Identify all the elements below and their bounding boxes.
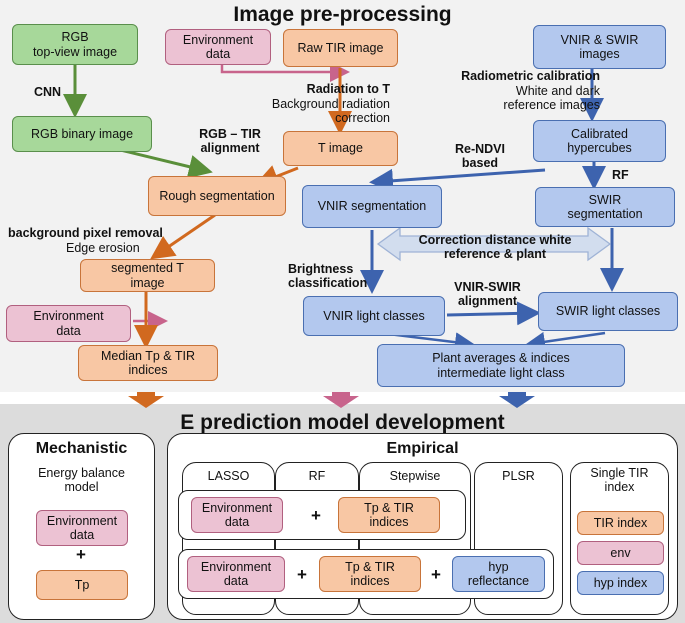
swir-segmentation-node: SWIR segmentation — [535, 187, 675, 227]
row2-plus-1: + — [297, 565, 307, 584]
t-image-node: T image — [283, 131, 398, 166]
mechanistic-title: Mechanistic — [35, 440, 128, 457]
cnn-label: CNN — [34, 85, 62, 99]
row2-environment-data: Environment data — [187, 556, 285, 592]
column-plsr-label: PLSR — [502, 469, 535, 483]
single-tir-index-box: TIR index — [577, 511, 664, 535]
vnir-segmentation-node: VNIR segmentation — [302, 185, 442, 228]
calibrated-hypercubes-node: Calibrated hypercubes — [533, 120, 666, 162]
mechanistic-plus: + — [76, 545, 86, 564]
radiometric-calibration-label: Radiometric calibration — [461, 69, 600, 83]
edge-erosion-label: Edge erosion — [66, 241, 140, 255]
correction-distance-label: Correction distance white reference & pl… — [418, 233, 572, 262]
column-stepwise-label: Stepwise — [389, 469, 441, 483]
background-pixel-removal-label: background pixel removal — [8, 226, 163, 240]
environment-data-node-2: Environment data — [6, 305, 131, 342]
rgb-tir-alignment-label: RGB – TIR alignment — [199, 127, 261, 156]
single-hyp-index-box: hyp index — [577, 571, 664, 595]
column-rf-label: RF — [308, 469, 326, 483]
energy-balance-label: Energy balance model — [38, 466, 125, 495]
row2-plus-2: + — [431, 565, 441, 584]
model-title: E prediction model development — [180, 411, 505, 434]
row2-tp-tir-indices: Tp & TIR indices — [319, 556, 421, 592]
row1-tp-tir-indices: Tp & TIR indices — [338, 497, 440, 533]
white-dark-reference-label: White and dark reference images — [503, 84, 600, 113]
environment-data-node-1: Environment data — [165, 29, 271, 65]
rf-label: RF — [612, 168, 629, 182]
background-correction-label: Background radiation correction — [271, 97, 390, 126]
row2-hyp-reflectance: hyp reflectance — [452, 556, 545, 592]
vnir-swir-images-node: VNIR & SWIR images — [533, 25, 666, 69]
plant-averages-node: Plant averages & indices intermediate li… — [377, 344, 625, 387]
vnir-light-classes-node: VNIR light classes — [303, 296, 445, 336]
swir-light-classes-node: SWIR light classes — [538, 292, 678, 331]
mechanistic-tp: Tp — [36, 570, 128, 600]
raw-tir-node: Raw TIR image — [283, 29, 398, 67]
vnir-swir-alignment-label: VNIR-SWIR alignment — [454, 280, 521, 309]
re-ndvi-label: Re-NDVI based — [454, 142, 505, 171]
median-tp-node: Median Tp & TIR indices — [78, 345, 218, 381]
radiation-to-t-label: Radiation to T — [306, 82, 390, 96]
row1-environment-data: Environment data — [191, 497, 283, 533]
segmented-t-node: segmented T image — [80, 259, 215, 292]
column-lasso-label: LASSO — [207, 469, 250, 483]
single-env-box: env — [577, 541, 664, 565]
preprocessing-title: Image pre-processing — [233, 3, 452, 26]
rough-segmentation-node: Rough segmentation — [148, 176, 286, 216]
mechanistic-environment-data: Environment data — [36, 510, 128, 546]
column-single-tir-label: Single TIR index — [590, 466, 649, 495]
row1-plus: + — [311, 506, 321, 525]
rgb-topview-node: RGB top-view image — [12, 24, 138, 65]
rgb-binary-node: RGB binary image — [12, 116, 152, 152]
brightness-classification-label: Brightness classification — [288, 262, 368, 291]
empirical-title: Empirical — [386, 440, 459, 457]
